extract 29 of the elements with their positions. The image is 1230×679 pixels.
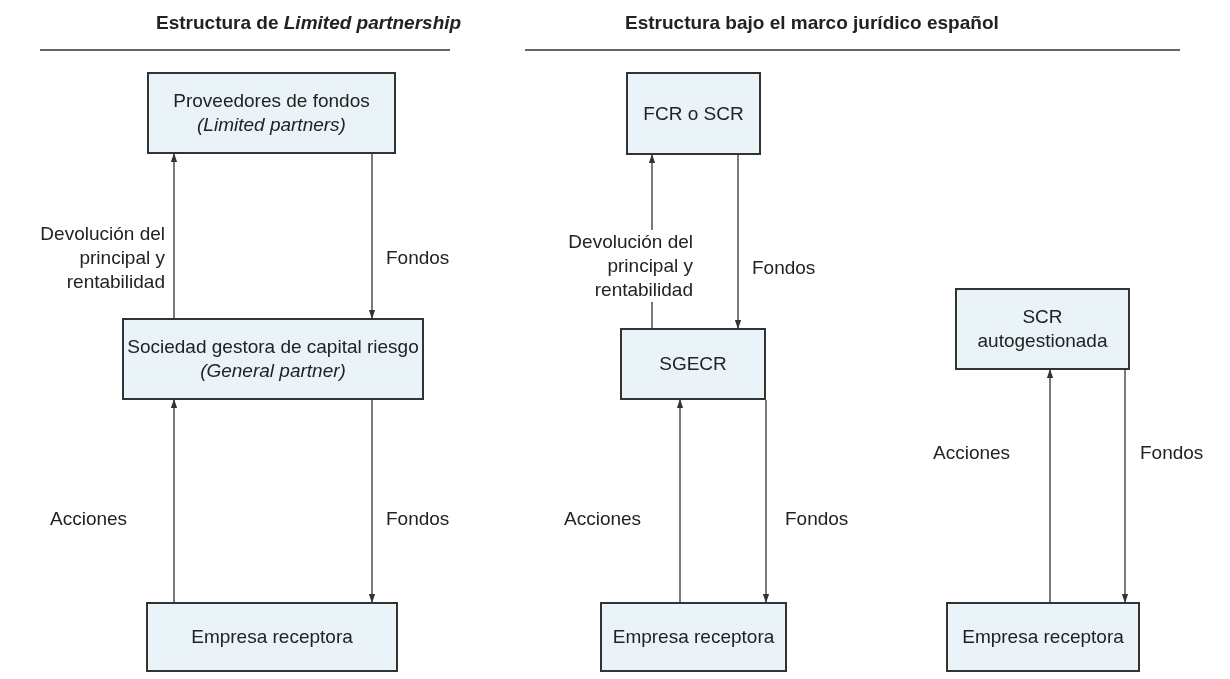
arrow [170,399,178,603]
entity-box [626,72,761,155]
arrow [170,153,178,319]
arrow [368,399,376,603]
node-label: Empresa receptora [962,625,1124,649]
entity-box [600,602,787,672]
entity-box [955,288,1130,370]
arrow [762,399,770,603]
arrow [734,154,742,329]
section-heading: Estructura de Limited partnership [156,12,462,34]
node-subtitle: (General partner) [200,359,346,383]
arrow [1121,369,1129,603]
node-label: Empresa receptora [191,625,353,649]
node-label: Empresa receptora [612,625,775,649]
entity-box [147,72,396,154]
arrow [368,153,376,319]
node-label: Proveedores de fondos [173,89,370,113]
entity-box [122,318,424,400]
entity-box [946,602,1140,672]
node-label: Sociedad gestora de capital riesgo [127,335,419,359]
node-label: SGECR [659,352,727,376]
entity-box [620,328,766,400]
arrow [676,399,684,603]
node-label: FCR o SCR [643,101,744,126]
node-label: SCR autogestionada [976,305,1109,353]
node-subtitle: (Limited partners) [197,113,346,137]
arrow [1046,369,1054,603]
section-heading: Estructura bajo el marco jurídico español [625,12,999,34]
entity-box [146,602,398,672]
